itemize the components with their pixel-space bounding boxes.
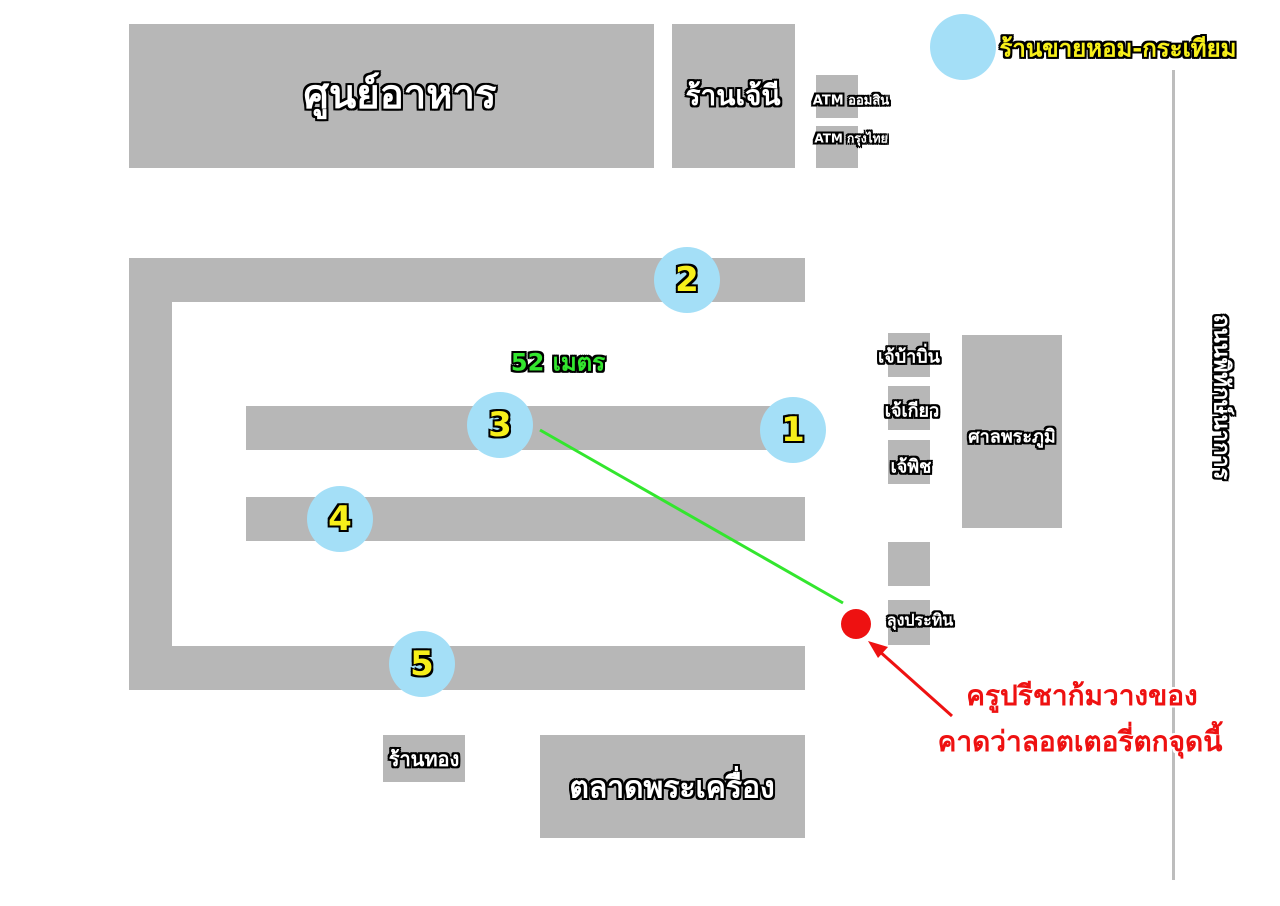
atm-ktb-block: [816, 126, 858, 168]
jae-kiao-label: เจ้เกียว: [884, 400, 940, 422]
stall-jae-bamin: [888, 333, 930, 377]
arrow-head-icon: [868, 641, 888, 658]
food-court-block: [129, 24, 654, 168]
shrine-label: ศาลพระภูมิ: [968, 426, 1056, 448]
lottery-drop-marker: [841, 609, 871, 639]
amulet-market-block: [540, 735, 805, 838]
atm-gsb-block: [816, 75, 858, 118]
stall-lung-prathin: [888, 600, 930, 645]
annotation-line-2: คาดว่าลอตเตอรี่ตกจุดนี้: [937, 725, 1223, 758]
jae-bamin-label: เจ้บ้าบิ่น: [878, 346, 940, 368]
point-5: 5: [389, 631, 455, 697]
annotation-line-1: ครูปรีชาก้มวางของ: [966, 679, 1198, 712]
jae-phit-label: เจ้พิช: [890, 456, 932, 478]
point-4: 4: [307, 486, 373, 552]
aisle-bottom: [129, 646, 805, 690]
stall-jae-phit: [888, 440, 930, 484]
distance-line: [539, 428, 844, 605]
gold-shop-label: ร้านทอง: [388, 747, 460, 771]
annotation-arrow: [877, 648, 953, 718]
gold-shop-block: [383, 735, 465, 782]
amulet-market-label: ตลาดพระเครื่อง: [569, 770, 775, 806]
shrine-block: [962, 335, 1062, 528]
onion-garlic-shop-label: ร้านขายหอม-กระเทียม: [999, 34, 1237, 63]
aisle-left: [129, 258, 172, 690]
atm-gsb-label: ATM ออมสิน: [812, 93, 890, 109]
distance-label: 52 เมตร: [510, 348, 606, 377]
food-court-label: ศูนย์อาหาร: [303, 72, 497, 118]
point-2: 2: [654, 247, 720, 313]
jae-nee-shop-block: [672, 24, 795, 168]
stall-jae-kiao: [888, 386, 930, 430]
road-line: [1172, 70, 1175, 880]
point-3: 3: [467, 392, 533, 458]
point-1: 1: [760, 397, 826, 463]
onion-garlic-shop-marker: [930, 14, 996, 80]
atm-ktb-label: ATM กรุงไทย: [814, 131, 888, 146]
stall-empty: [888, 542, 930, 586]
lung-prathin-label: ลุงประทิน: [886, 610, 954, 630]
jae-nee-shop-label: ร้านเจ้นี: [685, 79, 781, 112]
